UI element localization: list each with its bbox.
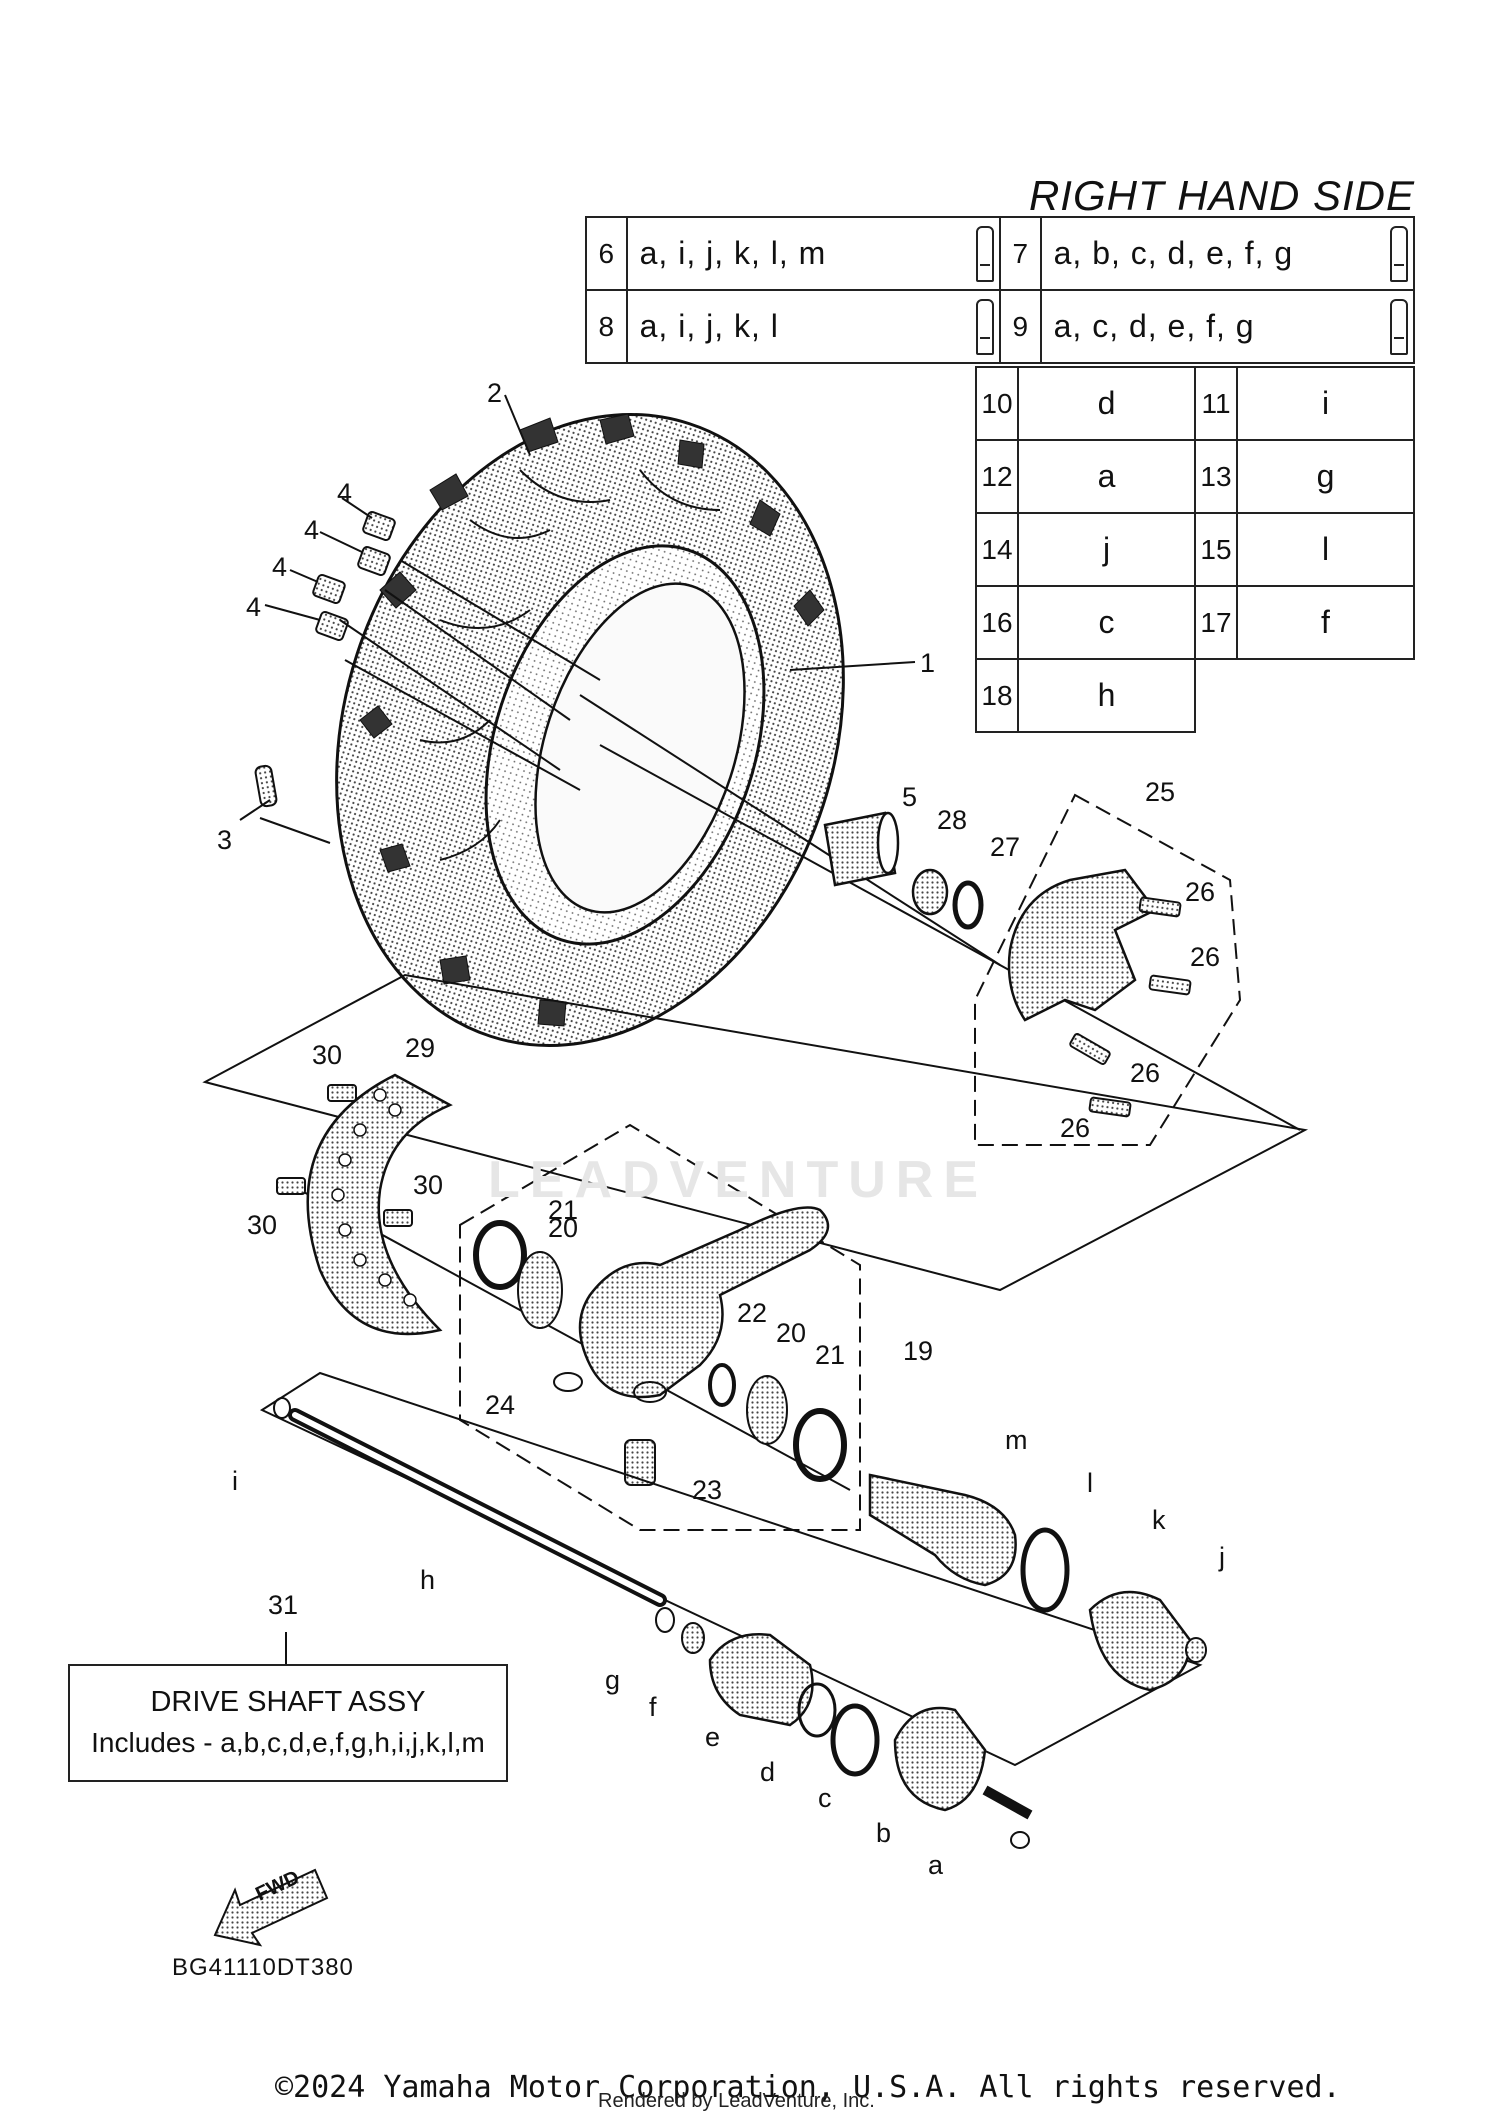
ref-parts: a, c, d, e, f, g	[1039, 289, 1386, 364]
ref-parts: a, i, j, k, l	[625, 289, 972, 364]
callout-25: 25	[1145, 777, 1176, 807]
ref-number: 15	[1194, 512, 1238, 587]
ref-part: f	[1236, 585, 1415, 660]
callout-4: 4	[272, 552, 288, 582]
ref-number: 7	[998, 216, 1042, 291]
callout-a: a	[928, 1850, 944, 1880]
knuckle-assembly	[459, 1123, 861, 1531]
callout-30: 30	[413, 1170, 444, 1200]
ref-number: 8	[585, 289, 628, 364]
reference-row: 12 a 13 g	[975, 439, 1415, 514]
reference-row: 14 j 15 l	[975, 512, 1415, 587]
callout-24: 24	[485, 1390, 516, 1420]
ref-part: i	[1236, 366, 1415, 441]
callout-27: 27	[990, 832, 1021, 862]
ref-part: g	[1236, 439, 1415, 514]
callout-g: g	[605, 1665, 621, 1695]
callout-19: 19	[903, 1336, 934, 1366]
ref-number: 13	[1194, 439, 1238, 514]
ref-parts: a, b, c, d, e, f, g	[1039, 216, 1386, 291]
ref-number: 10	[975, 366, 1019, 441]
ref-number: 9	[998, 289, 1042, 364]
side-title: RIGHT HAND SIDE	[1028, 172, 1415, 219]
callout-m: m	[1005, 1425, 1028, 1455]
callout-23: 23	[692, 1475, 723, 1505]
callout-26: 26	[1060, 1113, 1091, 1143]
callout-4: 4	[337, 478, 353, 508]
callout-d: d	[760, 1757, 776, 1787]
callout-28: 28	[937, 805, 968, 835]
copyright-notice: ©2024 Yamaha Motor Corporation, U.S.A. A…	[275, 2070, 1341, 2105]
callout-2: 2	[487, 378, 503, 408]
callout-e: e	[705, 1722, 721, 1752]
callout-4: 4	[304, 515, 320, 545]
callout-4: 4	[246, 592, 262, 622]
callout-f: f	[649, 1692, 657, 1722]
ref-number: 18	[975, 658, 1019, 733]
ref-part: l	[1236, 512, 1415, 587]
ref-number: 16	[975, 585, 1019, 660]
grease-tube-icon	[1385, 216, 1416, 291]
valve-stem	[254, 764, 278, 808]
grease-tube-icon	[971, 289, 1001, 364]
ref-number: 17	[1194, 585, 1238, 660]
reference-row: 8 a, i, j, k, l 9 a, c, d, e, f, g	[585, 289, 1416, 364]
callout-20: 20	[548, 1213, 579, 1243]
callout-k: k	[1152, 1505, 1166, 1535]
ref-number: 11	[1194, 366, 1238, 441]
fwd-arrow-icon	[213, 1868, 329, 1947]
callout-30: 30	[312, 1040, 343, 1070]
grease-tube-icon	[971, 216, 1001, 291]
callout-l: l	[1087, 1468, 1093, 1498]
callout-i: i	[232, 1466, 238, 1496]
callout-30: 30	[247, 1210, 278, 1240]
callout-5: 5	[902, 782, 918, 812]
ref-parts: a, i, j, k, l, m	[625, 216, 972, 291]
drive-shaft-frame	[259, 1371, 1207, 1849]
empty-cell	[1195, 659, 1414, 732]
hub-spacers	[823, 811, 984, 930]
hub-assembly	[974, 793, 1242, 1146]
assembly-includes: Includes - a,b,c,d,e,f,g,h,i,j,k,l,m	[91, 1727, 485, 1758]
drive-shaft-assembly-note: DRIVE SHAFT ASSY Includes - a,b,c,d,e,f,…	[68, 1664, 508, 1782]
callout-29: 29	[405, 1033, 436, 1063]
ref-part: d	[1017, 366, 1196, 441]
assembly-title: DRIVE SHAFT ASSY	[150, 1686, 426, 1718]
callout-21: 21	[548, 1195, 579, 1225]
callout-31: 31	[268, 1590, 299, 1620]
ref-part: h	[1017, 658, 1196, 733]
grease-tube-icon	[1385, 289, 1416, 364]
ref-part: a	[1017, 439, 1196, 514]
ref-part: c	[1017, 585, 1196, 660]
reference-row: 18 h	[975, 658, 1414, 733]
callout-20: 20	[776, 1318, 807, 1348]
reference-table-bottom: 10 d 11 i 12 a 13 g 14 j 15 l 16 c 17 f …	[975, 366, 1415, 733]
callout-c: c	[818, 1783, 832, 1813]
reference-row: 10 d 11 i	[975, 366, 1415, 441]
ref-number: 12	[975, 439, 1019, 514]
callout-h: h	[420, 1565, 436, 1595]
callout-26: 26	[1185, 877, 1216, 907]
ref-part: j	[1017, 512, 1196, 587]
callout-j: j	[1219, 1542, 1225, 1572]
wheel-nuts	[312, 511, 396, 641]
rendered-by: Rendered by LeadVenture, Inc.	[598, 2090, 875, 2112]
brake-disc-frame	[202, 973, 1309, 1336]
tire	[335, 413, 845, 1047]
callout-21: 21	[815, 1340, 846, 1370]
diagram-code: BG41110DT380	[172, 1954, 354, 1981]
callout-26: 26	[1190, 942, 1221, 972]
ref-number: 14	[975, 512, 1019, 587]
callout-1: 1	[920, 648, 936, 678]
reference-table-top: 6 a, i, j, k, l, m 7 a, b, c, d, e, f, g…	[585, 216, 1416, 364]
callout-22: 22	[737, 1298, 768, 1328]
callout-b: b	[876, 1818, 892, 1848]
callout-26: 26	[1130, 1058, 1161, 1088]
callout-3: 3	[217, 825, 233, 855]
reference-row: 6 a, i, j, k, l, m 7 a, b, c, d, e, f, g	[585, 216, 1416, 291]
watermark: LEADVENTURE	[488, 1151, 989, 1209]
reference-row: 16 c 17 f	[975, 585, 1415, 660]
ref-number: 6	[585, 216, 628, 291]
